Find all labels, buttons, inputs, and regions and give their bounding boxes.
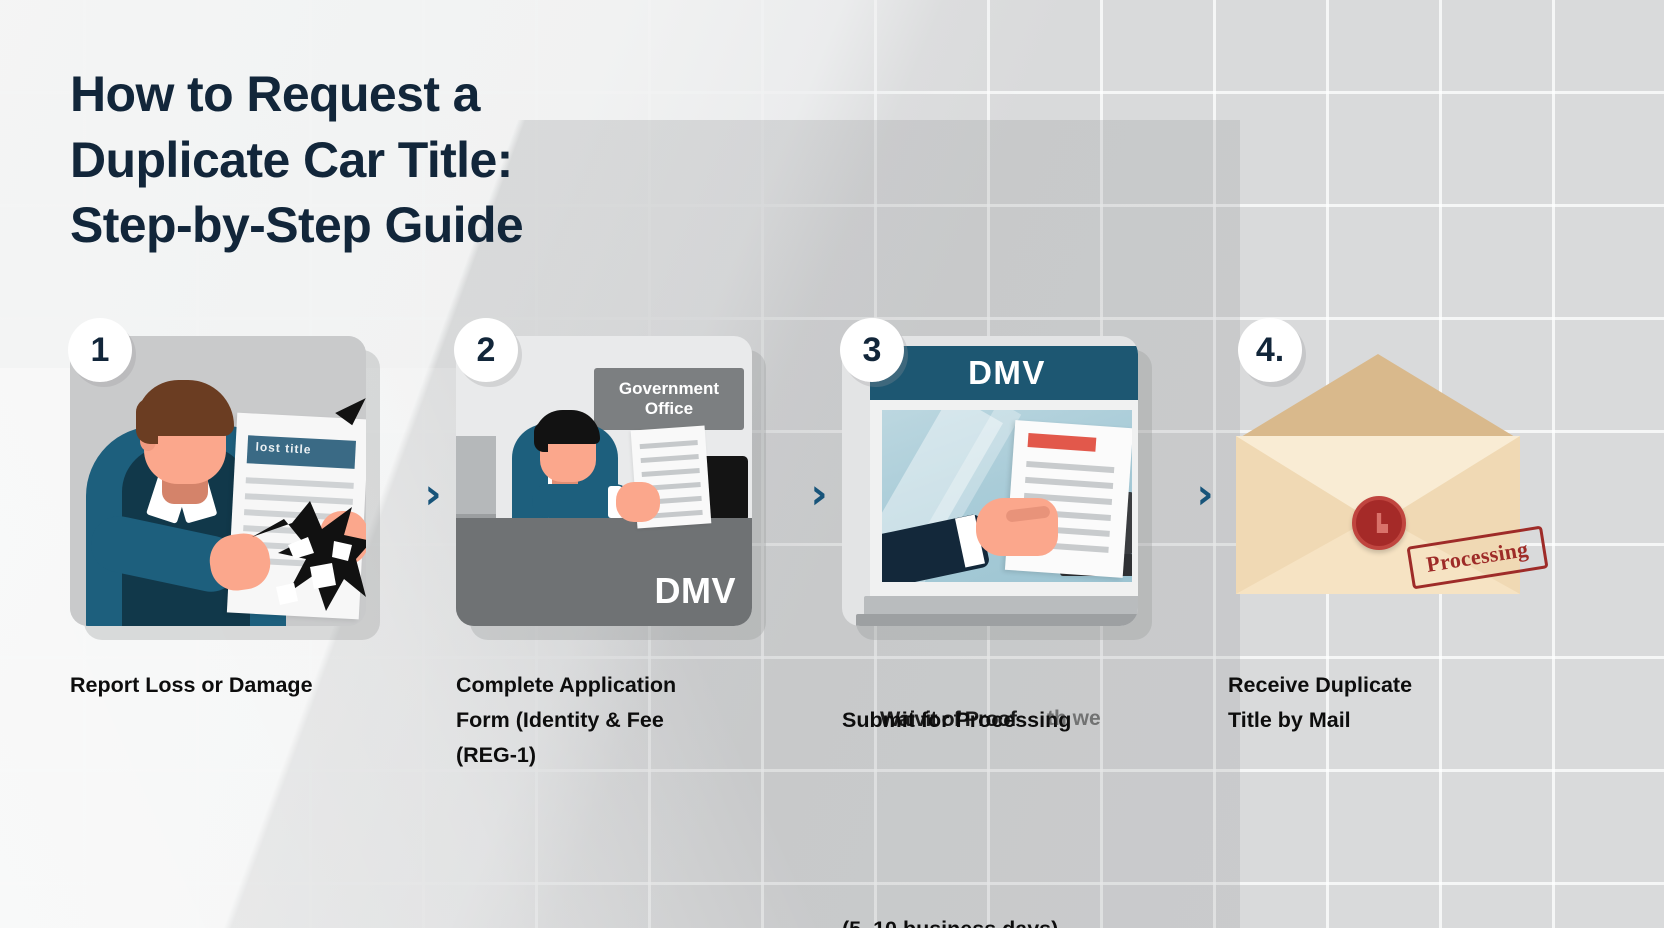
step-2-caption: Complete Application Form (Identity & Fe… — [456, 673, 677, 767]
page-title: How to Request a Duplicate Car Title: St… — [70, 66, 524, 253]
step-1: 1 lost title — [68, 318, 410, 703]
step-3-caption-line-3: (5–10 business days) — [842, 917, 1058, 928]
government-office-sign-text: Government Office — [618, 378, 720, 418]
form-text-line — [639, 440, 698, 450]
step-3: 3 DMV — [840, 318, 1182, 928]
step-3-caption-line-2-garbled: Waivit of Proof — [880, 707, 1017, 731]
counter-dmv-label: DMV — [654, 570, 736, 611]
wax-seal-icon — [1352, 496, 1406, 550]
dmv-sign-banner: DMV — [870, 346, 1138, 400]
step-2: 2 Government Office — [454, 318, 796, 772]
wax-seal-emblem — [1376, 513, 1388, 533]
step-3-caption-line-1: Submit for Processing — [842, 707, 1072, 732]
counter-front — [456, 518, 752, 626]
dmv-window-glass — [882, 410, 1132, 582]
window-ledge-base — [856, 614, 1138, 626]
steps-row: 1 lost title — [0, 318, 1664, 928]
step-3-caption-line-2-artifact: th we — [1047, 707, 1101, 730]
step-3-illustration-wrap: 3 DMV — [840, 318, 1142, 626]
step-4-caption: Receive Duplicate Title by Mail — [1228, 673, 1413, 732]
step-3-caption: Submit for Processing Waivit of Proof th… — [842, 668, 1162, 928]
step-4-number-badge: 4. — [1238, 318, 1302, 382]
form-text-line — [640, 454, 699, 464]
document-red-header — [1027, 433, 1097, 452]
window-ledge — [864, 596, 1138, 618]
step-1-illustration: lost title — [70, 336, 366, 626]
chevron-right-icon-2: › — [810, 469, 828, 518]
step-1-illustration-wrap: 1 lost title — [68, 318, 370, 626]
step-2-illustration: Government Office — [456, 336, 752, 626]
step-4-illustration-wrap: 4. Processing — [1228, 318, 1549, 626]
chevron-right-icon-3: › — [1196, 469, 1214, 518]
step-2-illustration-wrap: 2 Government Office — [454, 318, 756, 626]
clerk-hand — [616, 482, 660, 522]
chevron-right-icon-1: › — [424, 469, 442, 518]
document-text-line — [1026, 460, 1115, 474]
step-3-number-badge: 3 — [840, 318, 904, 382]
step-2-number-badge: 2 — [454, 318, 518, 382]
step-1-number-badge: 1 — [68, 318, 132, 382]
document-text-line — [1025, 476, 1114, 490]
person-sideburn — [136, 398, 158, 444]
document-text-line — [245, 477, 354, 489]
step-4-illustration: Processing — [1228, 354, 1549, 608]
government-office-sign: Government Office — [594, 368, 744, 430]
form-text-line — [641, 467, 700, 478]
step-1-caption: Report Loss or Damage — [70, 673, 313, 697]
document-header-bar: lost title — [246, 435, 357, 469]
dmv-sign-text: DMV — [968, 354, 1046, 391]
torn-paper-shards — [252, 501, 366, 611]
clerk-sideburn — [534, 422, 548, 452]
step-3-illustration: DMV — [842, 336, 1138, 626]
step-4: 4. Processing Receive Duplicate Title by… — [1228, 318, 1568, 738]
document-header-text: lost title — [255, 439, 312, 457]
